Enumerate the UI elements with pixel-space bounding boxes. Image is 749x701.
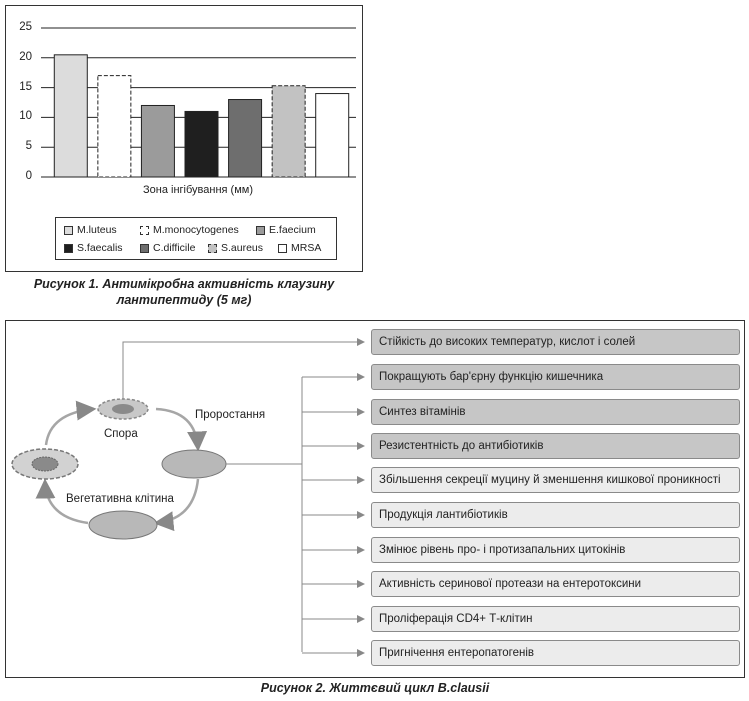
legend-swatch [140, 225, 149, 235]
bar-c-difficile [228, 99, 263, 178]
figure1-caption-line1: Рисунок 1. Антимікробна активність клауз… [33, 277, 335, 291]
y-tick-label: 15 [19, 80, 32, 93]
stage-label-germination: Проростання [195, 409, 266, 421]
stage-label-spore: Спора [104, 428, 138, 440]
legend-item: C.difficile [140, 242, 195, 254]
vegetative-cell [88, 510, 158, 540]
benefit-item: Проліферація CD4+ Т-клітин [371, 606, 740, 632]
legend-label: M.luteus [77, 224, 117, 236]
benefit-item: Резистентність до антибіотиків [371, 433, 740, 459]
legend-swatch [140, 243, 149, 253]
benefit-item: Стійкість до високих температур, кислот … [371, 329, 740, 355]
legend-label: MRSA [291, 242, 322, 254]
benefit-item: Збільшення секреції муцину й зменшення к… [371, 467, 740, 493]
legend-label: S.faecalis [77, 242, 123, 254]
figure1-caption: Рисунок 1. Антимікробна активність клауз… [5, 276, 363, 308]
legend-label: C.difficile [153, 242, 196, 254]
y-tick-label: 0 [25, 170, 32, 182]
legend-swatch [64, 243, 73, 253]
legend-item: MRSA [278, 242, 321, 254]
legend-item: S.faecalis [64, 242, 123, 254]
bar-s-faecalis [184, 110, 219, 178]
spore-core [112, 404, 134, 414]
cycle-arrow-germination-to-vegetative [153, 478, 200, 532]
bar-mrsa [315, 93, 350, 178]
bar-e-faecium [140, 104, 175, 178]
figure2-caption: Рисунок 2. Життєвий цикл B.clausii [260, 681, 490, 695]
legend-label: S.aureus [221, 242, 264, 254]
benefit-item: Змінює рівень про- і протизапальних цито… [371, 537, 740, 563]
legend-item: M.monocytogenes [140, 224, 239, 236]
benefit-item: Покращують бар'єрну функцію кишечника [371, 364, 740, 390]
lifecycle-diagram-panel: Спора Проростання Вегетативна клітина Ст… [5, 320, 745, 678]
bar-chart [41, 27, 356, 178]
spore-to-benefit-connector [122, 338, 365, 399]
prespore-core [31, 456, 59, 472]
cycle-arrow-spore-to-germination [155, 407, 208, 452]
stage-label-vegetative: Вегетативна клітина [66, 493, 174, 505]
cycle-arrow-prespore-to-spore [44, 400, 97, 446]
legend-label: E.faecium [269, 224, 316, 236]
x-axis-title: Зона інгібування (мм) [143, 184, 253, 196]
benefit-item: Пригнічення ентеропатогенів [371, 640, 740, 666]
figure1-caption-line2: лантипептиду (5 мг) [116, 293, 252, 307]
legend-item: E.faecium [256, 224, 316, 236]
legend-item: M.luteus [64, 224, 117, 236]
y-tick-label: 5 [25, 140, 32, 153]
legend-swatch [64, 225, 73, 235]
legend-swatch [256, 225, 265, 235]
benefit-item: Синтез вітамінів [371, 399, 740, 425]
legend-swatch [278, 243, 287, 253]
cycle-arrow-vegetative-to-prespore [35, 478, 89, 525]
legend-label: M.monocytogenes [153, 224, 239, 236]
y-tick-label: 10 [19, 110, 32, 123]
bar-m-luteus [53, 54, 88, 178]
benefit-item: Продукція лантибіотиків [371, 502, 740, 528]
germinating-cell [161, 449, 227, 479]
y-tick-label: 25 [19, 21, 32, 33]
chart-panel: 0 5 10 15 20 25 Зона інгібування (мм) M.luteu… [5, 5, 363, 272]
bar-m-monocytogenes [97, 75, 132, 178]
benefit-item: Активність серинової протеази на ентерот… [371, 571, 740, 597]
y-tick-label: 20 [19, 50, 32, 63]
legend-swatch [208, 243, 217, 253]
legend-item: S.aureus [208, 242, 263, 254]
lifecycle-diagram [11, 338, 365, 657]
bar-s-aureus [271, 85, 306, 178]
